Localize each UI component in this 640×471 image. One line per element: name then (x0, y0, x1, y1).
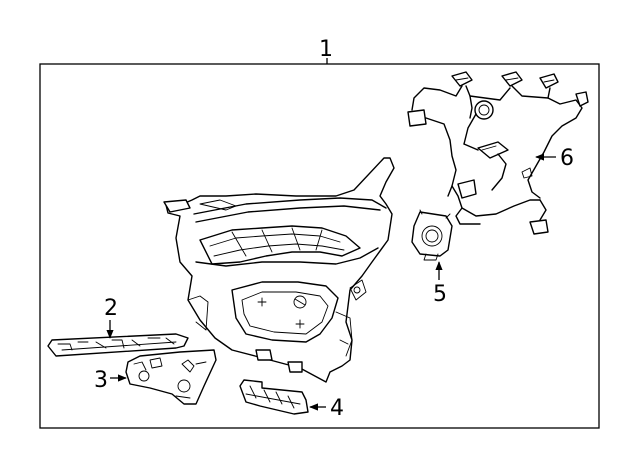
part-4-lower-bracket (239, 379, 309, 415)
headlamp-assembly (163, 157, 395, 383)
callout-1-label: 1 (319, 37, 333, 62)
part-5-control-module (411, 209, 453, 261)
part-2-trim-strip (47, 333, 189, 357)
callout-4-label: 4 (330, 396, 344, 421)
diagram-frame (39, 63, 600, 429)
callout-3-label: 3 (94, 368, 108, 393)
callout-2-label: 2 (104, 296, 118, 321)
part-6-wiring-harness (407, 71, 589, 235)
callout-6-label: 6 (560, 146, 574, 171)
callout-5-label: 5 (433, 282, 447, 307)
part-3-bracket (125, 349, 217, 405)
